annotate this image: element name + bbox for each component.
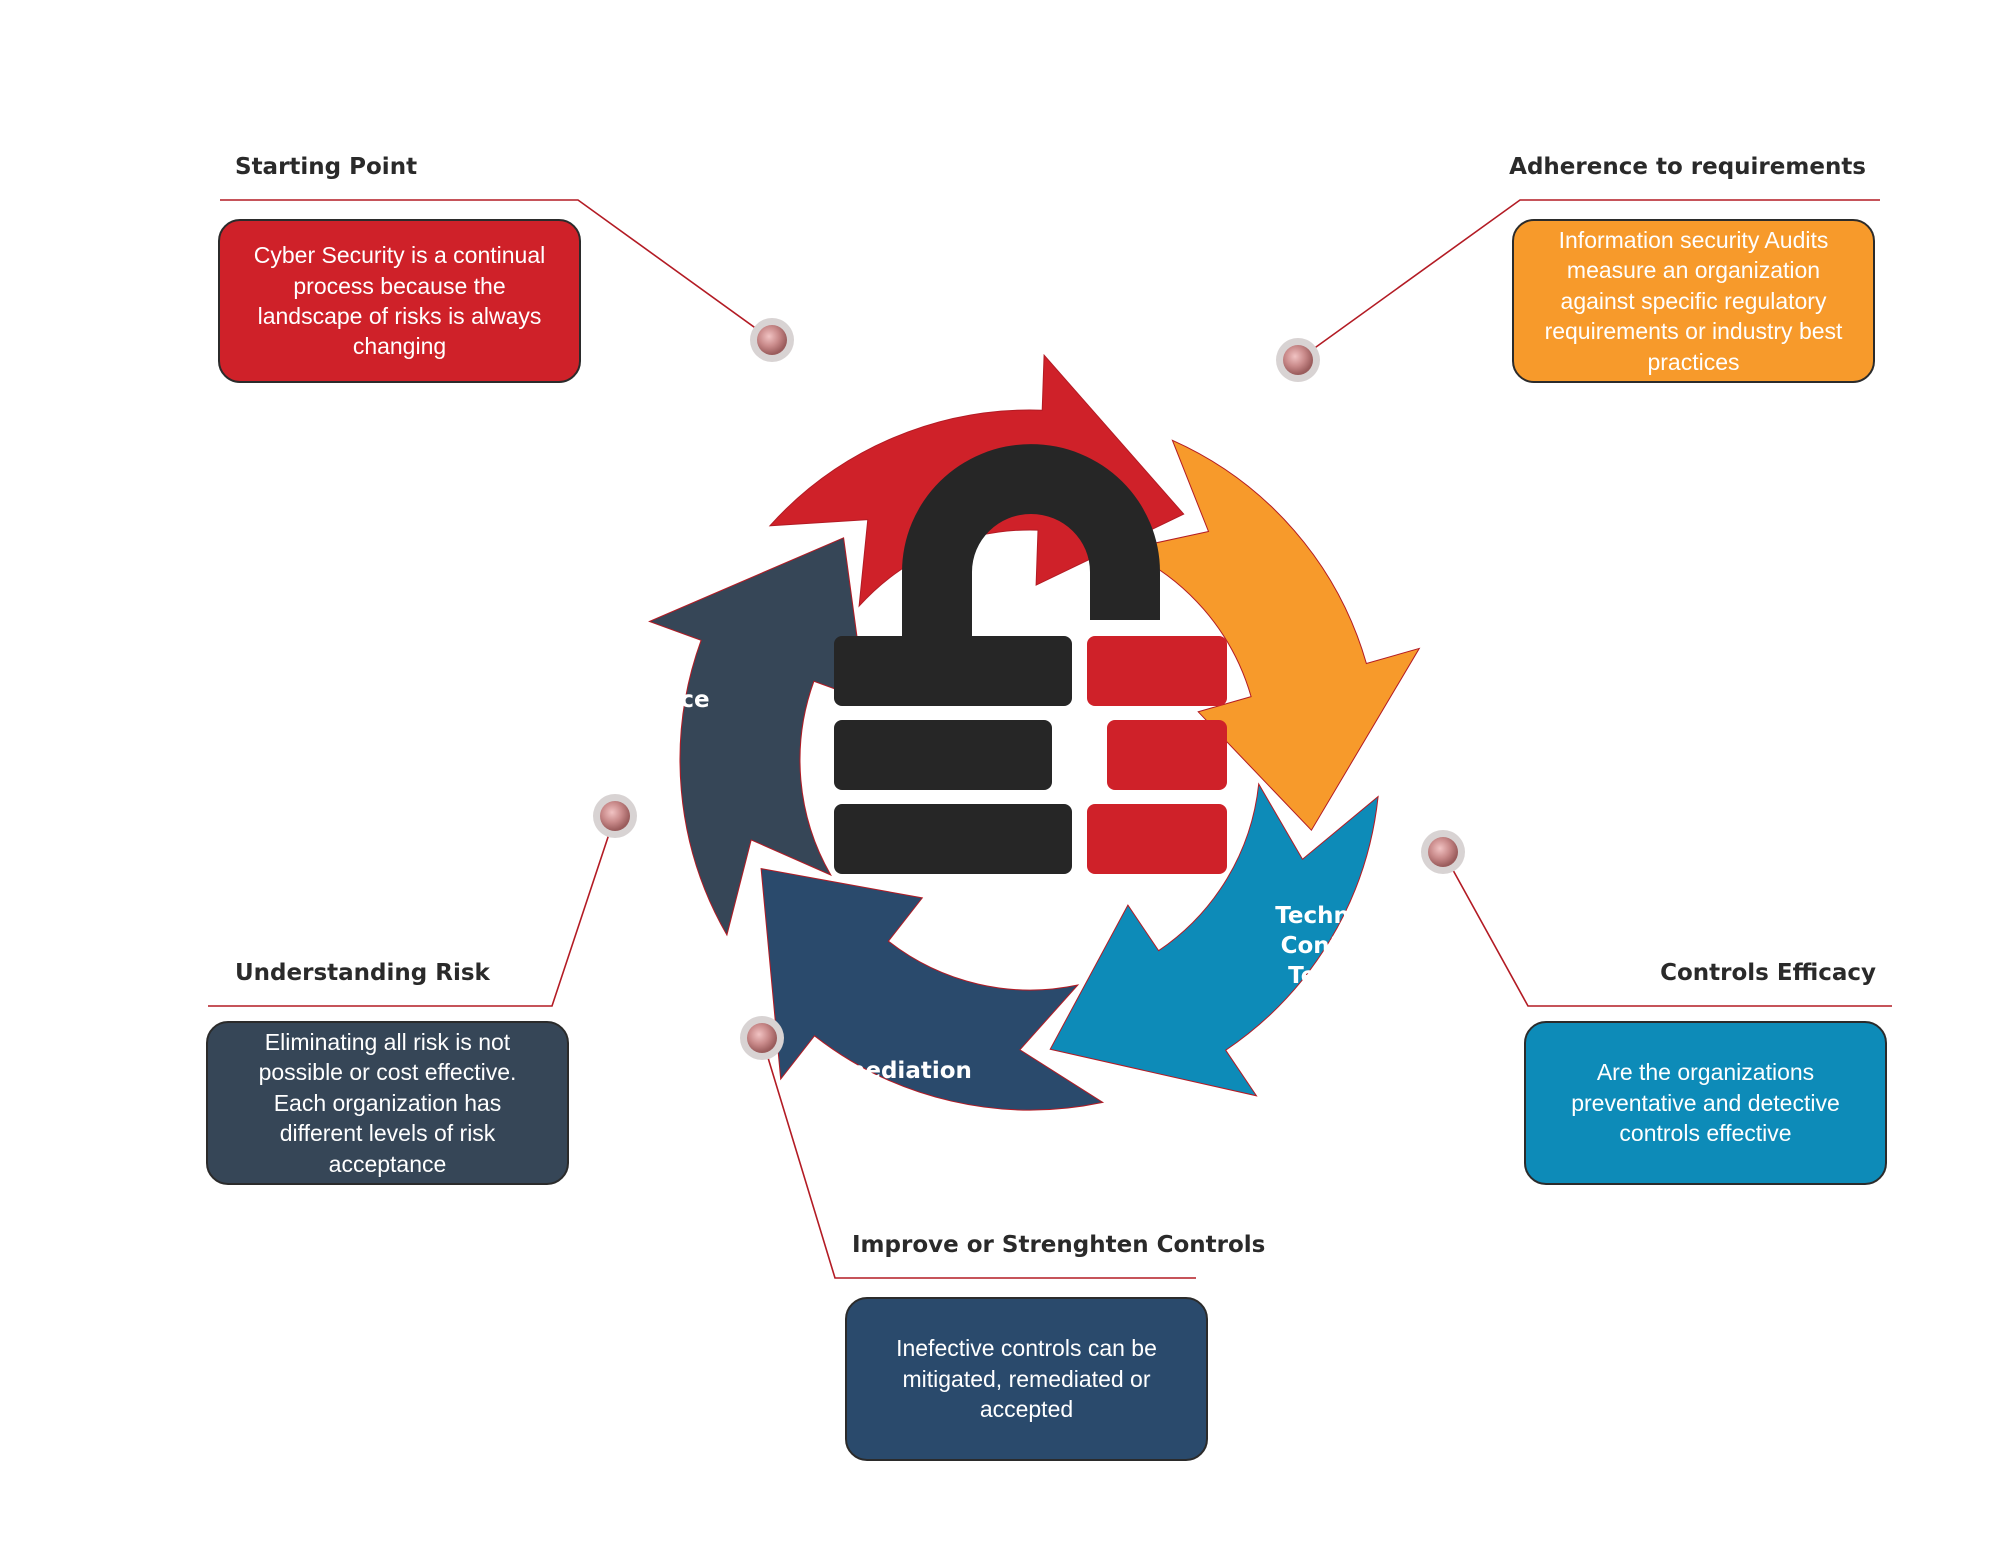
cycle-arrow-managerial: [1121, 439, 1421, 832]
cycle-arrow-risk: [648, 537, 867, 937]
marker-dot-icon: [1421, 830, 1465, 874]
padlock-bar-dark-3: [834, 804, 1072, 874]
card-starting-point: Cyber Security is a continual process be…: [218, 219, 581, 383]
leader-line-improve: [761, 1037, 1196, 1279]
leader-line-adherence: [1297, 199, 1880, 361]
padlock-bar-dark-2: [834, 720, 1052, 790]
segment-label-managerial: Managerial & Operational Controls Testin…: [1264, 426, 1446, 542]
card-understanding-risk-text: Eliminating all risk is not possible or …: [258, 1029, 517, 1177]
marker-dot-icon: [750, 318, 794, 362]
padlock-bar-red-2: [1107, 720, 1227, 790]
marker-dot-icon: [740, 1016, 784, 1060]
padlock-shackle: [902, 444, 1160, 636]
segment-label-risk: Risk Acceptance: [560, 657, 710, 713]
heading-controls-efficacy: Controls Efficacy: [1660, 960, 1876, 986]
segment-label-audit: Information Security Audit: [827, 293, 1013, 349]
card-starting-point-text: Cyber Security is a continual process be…: [253, 242, 546, 360]
heading-adherence: Adherence to requirements: [1509, 154, 1866, 180]
heading-improve: Improve or Strenghten Controls: [852, 1232, 1266, 1258]
cycle-arrow-remediation: [760, 867, 1105, 1111]
card-controls-efficacy: Are the organizations preventative and d…: [1524, 1021, 1887, 1185]
card-improve: Inefective controls can be mitigated, re…: [845, 1297, 1208, 1461]
marker-dots: [593, 318, 1465, 1060]
card-improve-text: Inefective controls can be mitigated, re…: [896, 1335, 1157, 1423]
padlock-bar-dark-1: [834, 636, 1072, 706]
padlock-bar-red-1: [1087, 636, 1227, 706]
leader-line-understanding: [208, 815, 616, 1007]
segment-label-remediation: Remediation: [808, 1058, 972, 1084]
segment-label-technical: Technical Controls Testing: [1275, 903, 1395, 989]
card-adherence-text: Information security Audits measure an o…: [1544, 227, 1843, 375]
heading-starting-point: Starting Point: [235, 154, 418, 180]
cycle-arrow-technical: [1049, 782, 1379, 1097]
card-understanding-risk: Eliminating all risk is not possible or …: [206, 1021, 569, 1185]
heading-understanding-risk: Understanding Risk: [235, 960, 490, 986]
leader-line-efficacy: [1442, 851, 1892, 1007]
marker-dot-icon: [1276, 338, 1320, 382]
padlock-icon: [834, 444, 1227, 874]
card-controls-efficacy-text: Are the organizations preventative and d…: [1571, 1059, 1840, 1147]
marker-dot-icon: [593, 794, 637, 838]
padlock-bar-red-3: [1087, 804, 1227, 874]
leader-line-starting: [220, 199, 773, 341]
leader-lines: [208, 199, 1892, 1279]
card-adherence: Information security Audits measure an o…: [1512, 219, 1875, 383]
